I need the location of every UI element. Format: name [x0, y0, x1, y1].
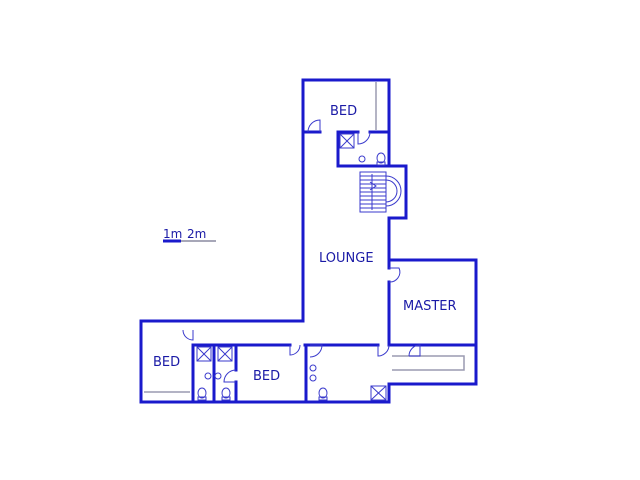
- room-label-bed-mid: BED: [253, 369, 280, 384]
- room-label-bed-left: BED: [153, 355, 180, 370]
- room-label-master: MASTER: [403, 299, 457, 314]
- wardrobe-master: [392, 355, 465, 371]
- door-swing-icon: [223, 369, 237, 383]
- toilet-icon: [318, 387, 328, 401]
- door-swing-icon: [357, 131, 371, 145]
- staircase-icon: [359, 171, 402, 213]
- walls: [139, 78, 478, 404]
- basin-icon: [204, 372, 222, 380]
- door-swing-icon: [182, 329, 194, 341]
- basin-icon: [358, 155, 366, 163]
- door-swing-icon: [408, 344, 421, 357]
- room-labels: BED LOUNGE MASTER BED BED: [153, 104, 457, 384]
- doors: [182, 119, 421, 383]
- door-swing-icon: [309, 344, 323, 358]
- door-swing-icon: [289, 344, 301, 356]
- basin-icon: [309, 364, 317, 382]
- door-swing-icon: [307, 119, 321, 133]
- door-swing-icon: [388, 267, 401, 283]
- scale-label-2m: 2m: [187, 227, 206, 241]
- toilet-icon: [221, 387, 231, 401]
- toilet-icon: [197, 387, 207, 401]
- toilet-icon: [376, 152, 386, 166]
- shower-icon: [217, 346, 233, 362]
- scale-bar: 1m 2m: [163, 227, 216, 243]
- scale-label-1m: 1m: [163, 227, 182, 241]
- shower-icon: [339, 133, 355, 149]
- fixtures: [196, 133, 402, 401]
- shower-icon: [370, 385, 387, 401]
- shower-icon: [196, 346, 212, 362]
- door-swing-icon: [377, 344, 390, 357]
- room-label-lounge: LOUNGE: [319, 251, 374, 266]
- room-label-bed-top: BED: [330, 104, 357, 119]
